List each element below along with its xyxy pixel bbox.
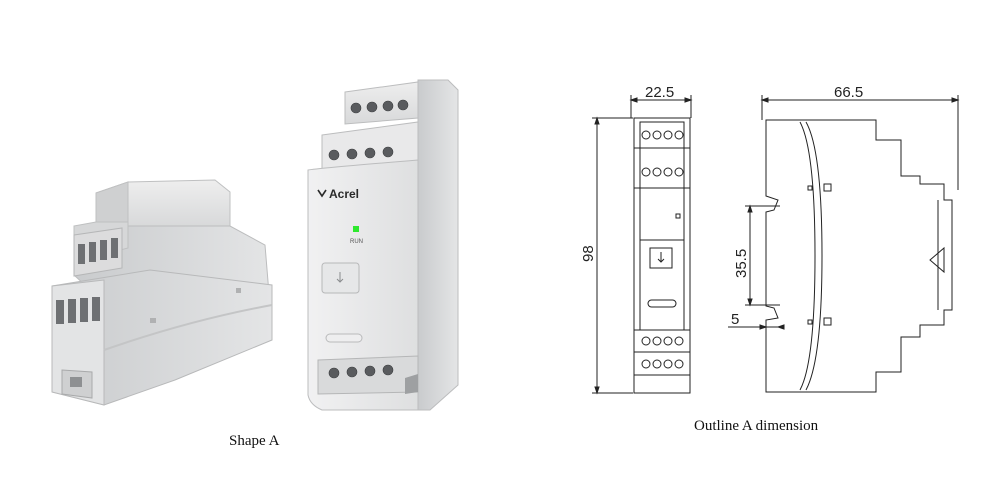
brand-logo: Acrel: [317, 187, 359, 201]
lower-terminal-slots: [56, 297, 100, 324]
run-led: [353, 226, 359, 232]
caption-shape: Shape A: [229, 433, 280, 449]
bottom-terminal-screws: [328, 364, 394, 379]
device-angled-view: [51, 179, 273, 406]
top-terminal-screws: [350, 99, 409, 114]
dim-mount-span: 35.5: [733, 249, 750, 278]
second-terminal-screws: [328, 146, 394, 161]
dim-side-width: 66.5: [834, 84, 863, 101]
run-label: RUN: [350, 239, 363, 245]
dim-offset: 5: [731, 311, 739, 328]
front-outline-drawing: [592, 95, 693, 395]
caption-outline: Outline A dimension: [694, 418, 819, 434]
arrow-down-icon: [336, 272, 344, 283]
front-bottom-terminals: [641, 336, 684, 369]
side-outline-drawing: [728, 95, 960, 393]
label-slot: [325, 333, 363, 343]
dim-front-width: 22.5: [645, 84, 674, 101]
front-top-terminals: [641, 130, 684, 177]
brand-name: Acrel: [329, 187, 359, 201]
upper-terminal-slots: [78, 238, 118, 264]
dim-height: 98: [580, 245, 597, 262]
device-front-view: Acrel RUN: [307, 79, 459, 411]
